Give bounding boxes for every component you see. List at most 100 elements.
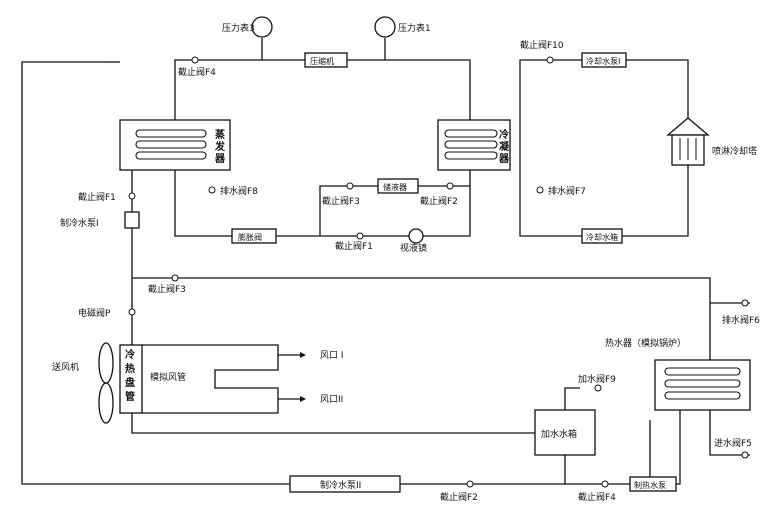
valve-f3-mid-label: 截止阀F3 [322, 195, 360, 207]
air-handler: 冷 热 盘 管 模拟风管 风口 I 风口II [119, 344, 344, 414]
drain-f7-label: 排水阀F7 [548, 185, 586, 197]
outlet2-label: 风口II [320, 394, 343, 405]
outer-loop-pipe [21, 61, 651, 485]
outlet1-arrowhead [300, 352, 306, 358]
expansion-valve-box [231, 228, 277, 244]
heat-pump-label: 制热水泵 [634, 480, 666, 490]
upper-water-line [132, 277, 711, 360]
spray-tower-icon [666, 117, 710, 136]
solenoid-valve: 电磁阀P [78, 307, 136, 319]
valve-f4-top-label: 截止阀F4 [178, 66, 216, 78]
reservoir-label: 储液器 [383, 182, 407, 192]
outlet2-arrowhead [300, 396, 306, 402]
tower-supply-pipe [519, 59, 689, 150]
valve-icon [191, 56, 199, 64]
valve-icon [741, 451, 749, 459]
valve-f3-line: 截止阀F3 [148, 274, 186, 295]
valve-icon [208, 186, 216, 194]
fan-label: 送风机 [52, 361, 79, 373]
evaporator-char: 器 [214, 153, 226, 165]
cooling-tank-label: 冷却水箱 [586, 232, 618, 242]
fill-valve-pipe [564, 387, 580, 410]
sight-glass-label: 视液镜 [400, 242, 427, 254]
valve-icon [171, 274, 179, 282]
coil-char: 热 [125, 362, 135, 375]
cooling-pump-1-label: 冷却水泵I [586, 56, 620, 66]
chill-pump-1-label: 制冷水泵I [60, 217, 99, 229]
valve-icon [466, 480, 474, 488]
inlet-f5: 进水阀F5 [714, 437, 752, 459]
heater-label: 热水器（模拟锅炉） [605, 337, 686, 349]
tower-return-pipe [519, 150, 689, 237]
pressure-gauge-3: 压力表3 [222, 16, 273, 38]
coil-tube [664, 367, 741, 376]
valve-f1-bottom-label: 截止阀F1 [335, 240, 373, 252]
drain-f8: 排水阀F8 [208, 185, 258, 197]
valve-f9: 加水阀F9 [578, 373, 616, 392]
valve-f10: 截止阀F10 [520, 39, 564, 64]
coil-tube [444, 151, 498, 160]
duct-outline [142, 344, 279, 414]
fill-tank-box [534, 409, 596, 456]
coil-tube [664, 391, 741, 400]
evaporator-char: 发 [214, 140, 226, 153]
fill-tank-label: 加水水箱 [541, 428, 577, 440]
coil-box [119, 344, 143, 414]
compressor-box [304, 52, 348, 68]
drain-f7: 排水阀F7 [536, 185, 586, 197]
evaporator: 蒸 发 器 [119, 119, 231, 171]
condenser-char: 器 [498, 153, 510, 165]
valve-f1-left: 截止阀F1 [78, 191, 136, 203]
condenser: 冷 凝 器 [437, 119, 511, 171]
coil-char: 盘 [125, 376, 135, 389]
reservoir-box [377, 178, 419, 194]
gauge3-label: 压力表3 [222, 22, 255, 34]
pipe-network [21, 38, 750, 485]
fan-blade-icon [98, 342, 114, 384]
gauge1-label: 压力表1 [398, 22, 431, 34]
valve-icon [741, 299, 749, 307]
heater-bottom-pipe [650, 410, 681, 485]
compressor-label: 压缩机 [310, 56, 334, 66]
chill-pump-2-label: 制冷水泵II [320, 479, 361, 491]
top-refrigerant-pipe [174, 59, 471, 120]
coil-tube [664, 379, 741, 388]
fan-blade-icon [98, 382, 114, 424]
valve-icon [128, 192, 136, 200]
liquid-line-pipe [290, 170, 471, 237]
expansion-valve-label: 膨胀阀 [238, 232, 262, 242]
coil-tube [444, 140, 498, 149]
valve-f4-bottom-label: 截止阀F4 [578, 491, 616, 503]
valve-icon [601, 480, 609, 488]
valve-f3-mid: 截止阀F3 [322, 182, 360, 207]
pressure-gauge-1: 压力表1 [374, 16, 431, 38]
valve-f2-bottom-label: 截止阀F2 [440, 491, 478, 503]
heater: 热水器（模拟锅炉） [605, 337, 751, 411]
supply-fan: 送风机 [52, 342, 114, 424]
valve-icon [594, 384, 602, 392]
valve-f4-top: 截止阀F4 [178, 56, 216, 78]
valve-icon [346, 182, 354, 190]
reservoir-loop-pipe [319, 185, 470, 236]
valve-icon [446, 182, 454, 190]
cooling-tank-box [581, 228, 623, 244]
gauge-1-dial-icon [374, 16, 396, 38]
evap-expansion-pipe [174, 170, 290, 237]
valve-f2-mid-label: 截止阀F2 [420, 195, 458, 207]
valve-icon [356, 232, 364, 240]
chill-pump-1-icon [124, 211, 140, 229]
valve-icon [546, 56, 554, 64]
spray-tower: 喷淋冷却塔 [666, 117, 757, 166]
evaporator-char: 蒸 [215, 128, 225, 141]
drain-f8-label: 排水阀F8 [220, 185, 258, 197]
duct-label: 模拟风管 [150, 371, 186, 383]
coil-tube [135, 140, 207, 149]
valve-f2-bottom: 截止阀F2 [440, 480, 478, 503]
inlet-f5-pipe [709, 410, 750, 456]
sight-glass-icon [408, 228, 424, 244]
valve-icon [128, 308, 136, 316]
coil-char: 冷 [125, 348, 135, 361]
chill-pump-2-box [289, 475, 401, 493]
valve-icon [536, 186, 544, 194]
